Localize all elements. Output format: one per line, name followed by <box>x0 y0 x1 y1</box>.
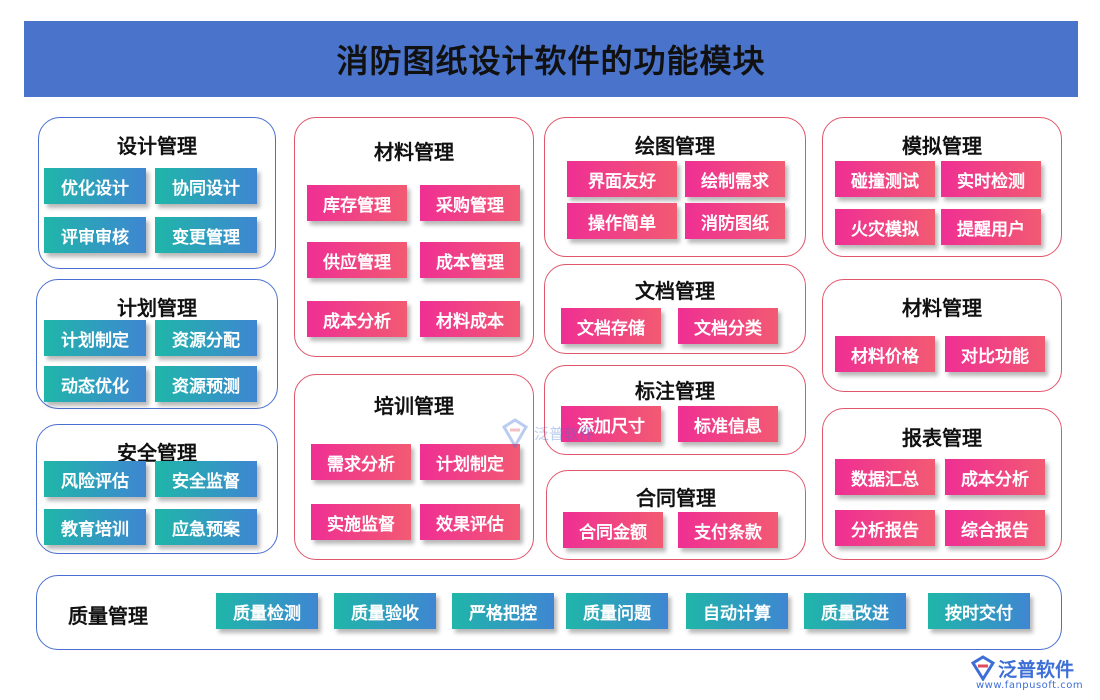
quality-item-4: 质量问题 <box>566 593 668 629</box>
brand-url: www.fanpusoft.com <box>976 680 1084 691</box>
annotation-item-1: 添加尺寸 <box>561 406 661 442</box>
material-item-1: 库存管理 <box>307 185 407 221</box>
plan-item-2: 资源分配 <box>155 320 257 356</box>
drawing-module-panel: 绘图管理 界面友好 绘制需求 操作简单 消防图纸 <box>544 117 806 257</box>
safety-item-4: 应急预案 <box>155 509 257 545</box>
quality-item-1: 质量检测 <box>216 593 318 629</box>
material2-module-panel: 材料管理 材料价格 对比功能 <box>822 279 1062 392</box>
drawing-item-2: 绘制需求 <box>685 161 785 197</box>
brand-name: 泛普软件 <box>998 659 1075 681</box>
material-item-5: 成本分析 <box>307 301 407 337</box>
training-module-panel: 培训管理 需求分析 计划制定 实施监督 效果评估 <box>294 374 534 560</box>
material2-item-1: 材料价格 <box>835 336 935 372</box>
material2-item-2: 对比功能 <box>945 336 1045 372</box>
quality-item-7: 按时交付 <box>928 593 1030 629</box>
report-item-2: 成本分析 <box>945 459 1045 495</box>
simulation-item-4: 提醒用户 <box>941 209 1041 245</box>
plan-module-title: 计划管理 <box>117 296 197 320</box>
design-module-panel: 设计管理 优化设计 协同设计 评审审核 变更管理 <box>38 117 276 269</box>
material-module-title: 材料管理 <box>374 140 454 164</box>
simulation-module-title: 模拟管理 <box>902 134 982 158</box>
material2-module-title: 材料管理 <box>902 296 982 320</box>
page-title: 消防图纸设计软件的功能模块 <box>336 42 766 80</box>
training-item-1: 需求分析 <box>311 444 411 480</box>
quality-item-5: 自动计算 <box>686 593 788 629</box>
training-item-2: 计划制定 <box>420 444 520 480</box>
plan-item-3: 动态优化 <box>44 366 146 402</box>
design-item-4: 变更管理 <box>155 217 257 253</box>
report-module-title: 报表管理 <box>902 426 982 450</box>
material-item-6: 材料成本 <box>420 301 520 337</box>
drawing-item-4: 消防图纸 <box>685 203 785 239</box>
watermark-text: 泛普软件 <box>534 424 595 443</box>
design-module-title: 设计管理 <box>117 134 197 158</box>
drawing-item-1: 界面友好 <box>567 161 677 197</box>
plan-item-4: 资源预测 <box>155 366 257 402</box>
quality-module-title: 质量管理 <box>68 604 148 628</box>
material-item-4: 成本管理 <box>420 242 520 278</box>
watermark: 泛普软件 <box>500 418 594 448</box>
material-item-3: 供应管理 <box>307 242 407 278</box>
plan-module-panel: 计划管理 计划制定 资源分配 动态优化 资源预测 <box>36 279 278 409</box>
plan-item-1: 计划制定 <box>44 320 146 356</box>
contract-item-1: 合同金额 <box>563 512 663 548</box>
simulation-item-2: 实时检测 <box>941 161 1041 197</box>
safety-item-3: 教育培训 <box>44 509 146 545</box>
quality-item-2: 质量验收 <box>334 593 436 629</box>
contract-module-title: 合同管理 <box>636 486 716 510</box>
report-item-4: 综合报告 <box>945 510 1045 546</box>
document-module-title: 文档管理 <box>635 279 715 303</box>
document-item-2: 文档分类 <box>678 308 778 344</box>
material-item-2: 采购管理 <box>420 185 520 221</box>
annotation-module-title: 标注管理 <box>635 379 715 403</box>
contract-module-panel: 合同管理 合同金额 支付条款 <box>546 470 806 560</box>
report-item-1: 数据汇总 <box>835 459 935 495</box>
document-item-1: 文档存储 <box>561 308 661 344</box>
report-item-3: 分析报告 <box>835 510 935 546</box>
quality-item-6: 质量改进 <box>804 593 906 629</box>
report-module-panel: 报表管理 数据汇总 成本分析 分析报告 综合报告 <box>822 408 1062 560</box>
quality-item-3: 严格把控 <box>452 593 554 629</box>
design-item-3: 评审审核 <box>44 217 146 253</box>
brand-logo-icon <box>970 655 996 681</box>
annotation-item-2: 标准信息 <box>678 406 778 442</box>
training-module-title: 培训管理 <box>374 394 454 418</box>
material-module-panel: 材料管理 库存管理 采购管理 供应管理 成本管理 成本分析 材料成本 <box>294 117 534 357</box>
design-item-1: 优化设计 <box>44 168 146 204</box>
simulation-module-panel: 模拟管理 碰撞测试 实时检测 火灾模拟 提醒用户 <box>822 117 1062 257</box>
brand-logo: 泛普软件 www.fanpusoft.com <box>968 655 1093 695</box>
watermark-logo-icon <box>501 418 529 448</box>
training-item-4: 效果评估 <box>420 504 520 540</box>
document-module-panel: 文档管理 文档存储 文档分类 <box>544 264 806 354</box>
safety-module-panel: 安全管理 风险评估 安全监督 教育培训 应急预案 <box>36 424 278 554</box>
title-banner: 消防图纸设计软件的功能模块 <box>24 21 1078 97</box>
simulation-item-3: 火灾模拟 <box>835 209 935 245</box>
simulation-item-1: 碰撞测试 <box>835 161 935 197</box>
training-item-3: 实施监督 <box>311 504 411 540</box>
drawing-module-title: 绘图管理 <box>635 134 715 158</box>
drawing-item-3: 操作简单 <box>567 203 677 239</box>
annotation-module-panel: 标注管理 添加尺寸 标准信息 <box>544 365 806 455</box>
contract-item-2: 支付条款 <box>678 512 778 548</box>
safety-item-2: 安全监督 <box>155 461 257 497</box>
design-item-2: 协同设计 <box>155 168 257 204</box>
safety-item-1: 风险评估 <box>44 461 146 497</box>
